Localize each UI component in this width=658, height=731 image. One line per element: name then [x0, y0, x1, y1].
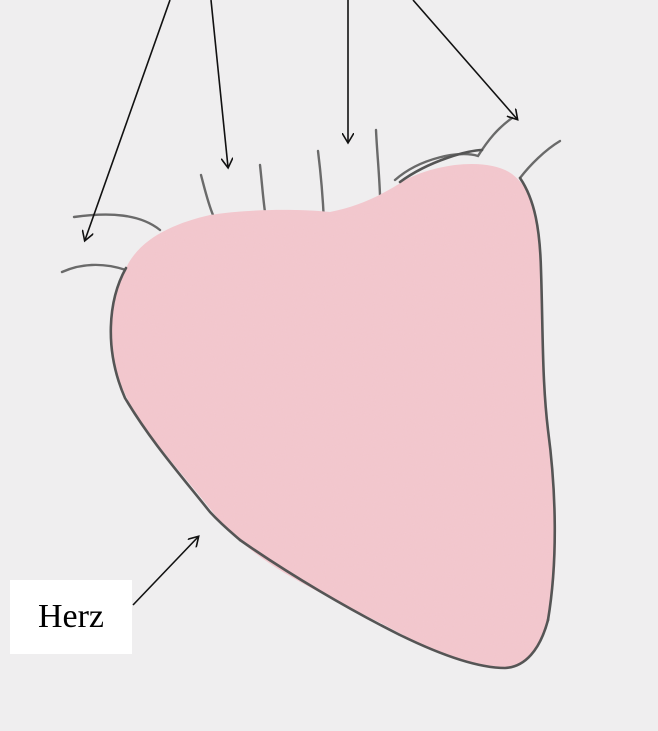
arrow-to-top-right-vessel	[413, 0, 517, 119]
heart-label: Herz	[38, 600, 104, 634]
vessel-pair-2-left	[260, 165, 265, 212]
arrow-to-left-vessel	[85, 0, 170, 240]
vessel-pair-3-left	[376, 130, 380, 195]
vessel-left-upper	[74, 215, 160, 230]
vessel-left-lower	[62, 265, 126, 272]
arrow-to-heart	[133, 537, 198, 605]
vessel-top-right-b	[520, 141, 560, 178]
heart-body	[110, 164, 555, 668]
heart-label-box: Herz	[10, 580, 132, 654]
vessel-pair-1-left	[201, 175, 213, 215]
arrow-to-vessel-pair-1	[211, 0, 228, 167]
